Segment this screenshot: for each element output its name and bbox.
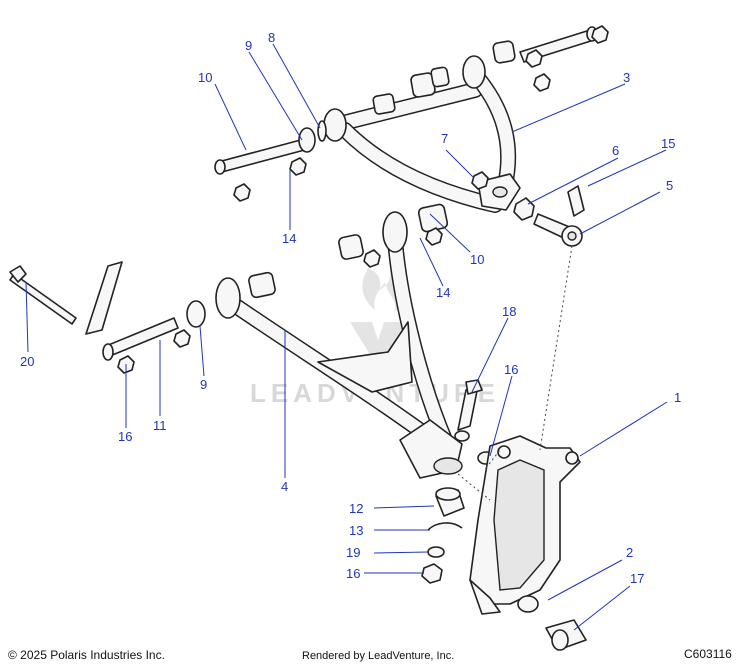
callout-15: 15 [661, 136, 675, 151]
washer-9-lower [186, 300, 206, 328]
callout-14-lower: 14 [436, 285, 450, 300]
assembly-lines [457, 245, 573, 501]
callout-16-left: 16 [118, 429, 132, 444]
callout-13: 13 [349, 523, 363, 538]
nut-16-bottom [421, 563, 443, 584]
bolt-20 [9, 273, 77, 325]
washer-9-upper [298, 127, 316, 153]
washer-19 [427, 546, 445, 558]
copyright-text: © 2025 Polaris Industries Inc. [8, 648, 165, 662]
callout-10-lower: 10 [470, 252, 484, 267]
callout-16-right: 16 [504, 362, 518, 377]
callout-9-upper: 9 [245, 38, 252, 53]
callout-3: 3 [623, 70, 630, 85]
tie-rod-end [533, 185, 585, 247]
pivot-sleeve [85, 261, 123, 335]
callout-8: 8 [268, 30, 275, 45]
nut-6 [513, 197, 535, 221]
callout-20: 20 [20, 354, 34, 369]
lower-a-arm [215, 211, 463, 479]
callout-17: 17 [630, 571, 644, 586]
callout-5: 5 [666, 178, 673, 193]
callout-1: 1 [674, 390, 681, 405]
nut-7 [471, 171, 489, 190]
lower-arm-gusset [317, 321, 413, 393]
upper-a-arm [323, 55, 521, 213]
callout-7: 7 [441, 131, 448, 146]
o-ring-8 [317, 120, 327, 142]
retaining-ring-13 [427, 522, 463, 531]
callout-19: 19 [346, 545, 360, 560]
rendered-by-text: Rendered by LeadVenture, Inc. [302, 650, 455, 662]
callout-14-upper: 14 [282, 231, 296, 246]
callouts: 1 2 3 4 5 6 7 8 9 9 10 10 11 12 13 14 14… [20, 30, 681, 586]
callout-6: 6 [612, 143, 619, 158]
knuckle [469, 435, 587, 651]
diagram-code: C603116 [684, 647, 732, 661]
upper-hardware [214, 25, 609, 221]
callout-18: 18 [502, 304, 516, 319]
callout-2: 2 [626, 545, 633, 560]
callout-16-bottom: 16 [346, 566, 360, 581]
bushing-2 [517, 595, 539, 613]
callout-10-upper: 10 [198, 70, 212, 85]
bolt-15 [567, 185, 585, 217]
watermark-v-icon [350, 322, 406, 358]
callout-4: 4 [281, 479, 288, 494]
lower-bolt-11 [105, 317, 179, 357]
callout-12: 12 [349, 501, 363, 516]
callout-11: 11 [153, 418, 167, 433]
callout-leaders [25, 43, 668, 631]
callout-9-lower: 9 [200, 377, 207, 392]
